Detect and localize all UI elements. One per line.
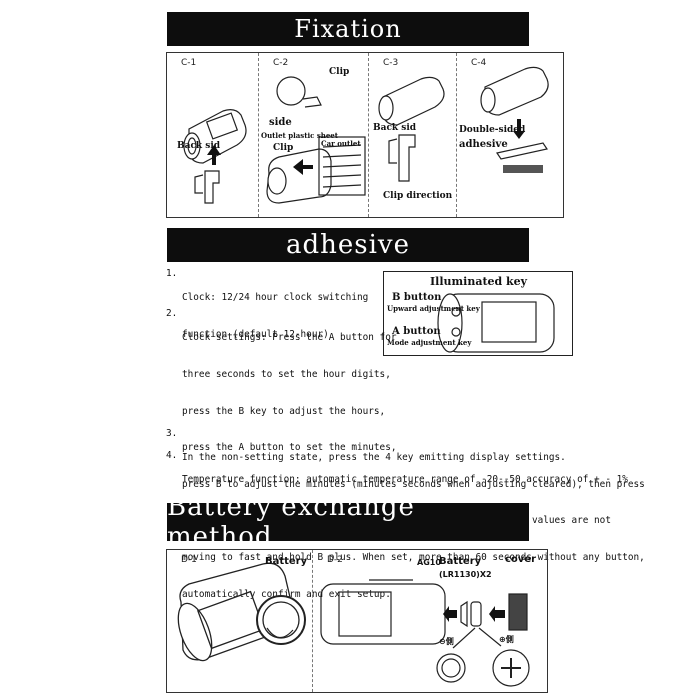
panel-c2: C-2 Clip side Outlet plastic sheet Car o…: [259, 53, 369, 217]
step-line: Temperature function: automatic temperat…: [182, 474, 628, 486]
fixation-title: Fixation: [294, 15, 402, 43]
annotation: Outlet plastic sheet: [261, 131, 338, 140]
key-diagram: Illuminated key B button Upward adjustme…: [383, 271, 573, 356]
step-line: press the A button to set the minutes,: [182, 442, 397, 454]
annotation: (LR1130)X2: [439, 570, 492, 579]
annotation: cover: [505, 554, 537, 565]
b-button-label: B button: [392, 292, 442, 303]
annotation: AG10: [417, 558, 441, 567]
panel-label: C-3: [383, 58, 399, 68]
clock-illustration: [183, 109, 247, 204]
key-diagram-title: Illuminated key: [430, 275, 528, 288]
a-button-label: A button: [392, 326, 441, 337]
adhesive-title: adhesive: [285, 230, 410, 260]
car-outlet-illustration: [266, 76, 366, 204]
panel-d1: D-1 Battery: [167, 550, 313, 692]
annotation: Car outlet: [321, 139, 361, 148]
adhesive-illustration: [480, 66, 549, 173]
annotation: ⊖側: [439, 637, 454, 646]
b-button-desc: Upward adjustment key: [387, 304, 480, 313]
annotation: Clip: [273, 143, 294, 153]
step-number: 2.: [166, 308, 178, 319]
adhesive-heading: adhesive: [167, 228, 529, 262]
panel-label: D-2: [327, 555, 343, 565]
panel-label: C-2: [273, 58, 289, 68]
step-line: automatically confirm and exit setup.: [182, 588, 391, 600]
a-button-desc: Mode adjustment key: [387, 338, 472, 347]
clock-key-illustration: [437, 293, 555, 353]
step-line: press B to adjust the minutes (minutes s…: [182, 478, 645, 490]
annotation: Clip direction: [383, 191, 453, 201]
battery-heading: Battery exchange method: [167, 492, 529, 552]
panel-c1: C-1 Back sid: [167, 53, 259, 217]
step-line: Clock settings: Press the A button for: [182, 332, 397, 344]
step-line: Clock: 12/24 hour clock switching: [182, 292, 369, 304]
panel-c4: C-4 Double-sided adhesive: [457, 53, 563, 217]
panel-c3: C-3 Back sid Clip direction: [369, 53, 457, 217]
annotation: Back sid: [373, 123, 417, 133]
fixation-heading: Fixation: [167, 12, 529, 46]
step-line: three seconds to set the hour digits,: [182, 369, 391, 381]
battery-title: Battery exchange method: [167, 492, 415, 552]
step-number: 1.: [166, 268, 178, 279]
annotation: Battery: [439, 556, 482, 567]
annotation: Double-sided: [459, 125, 526, 135]
battery-panels: D-1 Battery D-2: [166, 549, 548, 693]
fixation-panels: C-1 Back sid C-2: [166, 52, 564, 218]
annotation: side: [269, 117, 292, 128]
step-line: press the B key to adjust the hours,: [182, 405, 386, 417]
annotation: Clip: [329, 67, 350, 77]
step-number: 3.: [166, 428, 178, 439]
step-number: 4.: [166, 450, 178, 461]
clock-battery-illustration: [177, 562, 306, 662]
annotation: Back sid: [177, 141, 221, 151]
battery-compartment-illustration: [320, 579, 530, 687]
panel-label: C-1: [181, 58, 197, 68]
step-line: moving to fast and hold B plus. When set…: [182, 552, 645, 564]
annotation: adhesive: [459, 139, 508, 150]
clip-illustration: [378, 76, 445, 182]
panel-label: D-1: [181, 555, 197, 565]
panel-label: C-4: [471, 58, 487, 68]
annotation: Battery: [265, 556, 308, 567]
step-line: In the non-setting state, press the 4 ke…: [182, 452, 566, 464]
panel-d2: D-2 AG10: [313, 550, 547, 692]
step-line: function (default 12-hour): [182, 329, 329, 341]
annotation: ⊕側: [499, 635, 514, 644]
